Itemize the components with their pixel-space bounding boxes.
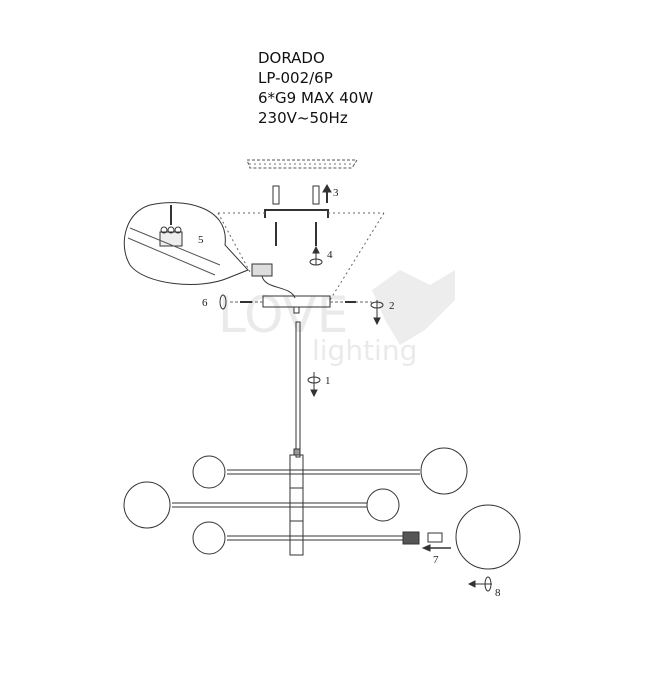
watermark-logo: LOVE lighting <box>218 270 455 367</box>
rotate-arrow-icon <box>467 576 492 592</box>
wiring-detail-callout <box>123 202 249 285</box>
terminal-block-icon <box>127 205 221 276</box>
step-label-1: 1 <box>325 375 331 387</box>
screw-icon <box>275 222 317 246</box>
fixture-body <box>289 448 304 556</box>
rotate-arrow-icon <box>307 372 321 398</box>
product-specs: DORADO LP-002/6P 6*G9 MAX 40W 230V~50Hz <box>258 48 373 128</box>
rotate-arrow-icon <box>370 300 384 326</box>
step-label-5: 5 <box>198 234 204 246</box>
step-label-6: 6 <box>202 297 208 309</box>
arrow-left-icon <box>421 544 451 552</box>
step-label-4: 4 <box>327 249 333 261</box>
ceiling-mount-plate <box>246 159 358 169</box>
wall-anchor-icon <box>272 185 320 205</box>
rotate-arrow-icon <box>309 245 323 266</box>
step-label-2: 2 <box>389 300 395 312</box>
product-bulbs: 6*G9 MAX 40W <box>258 89 374 107</box>
step-label-3: 3 <box>333 187 339 199</box>
cap-nut-icon <box>219 294 227 310</box>
arrow-up-icon <box>322 183 332 203</box>
fixture-arm <box>172 469 420 541</box>
stem-rod <box>295 321 301 458</box>
mounting-bracket <box>264 209 329 218</box>
glass-globe <box>123 447 521 570</box>
product-power: 230V~50Hz <box>258 109 348 127</box>
wire-connector-icon <box>251 263 296 299</box>
watermark-text-lighting: lighting <box>312 334 417 367</box>
g9-bulb-icon <box>427 532 443 543</box>
bulb-socket-icon <box>402 531 420 545</box>
step-label-7: 7 <box>433 554 439 566</box>
product-model: LP-002/6P <box>258 69 333 87</box>
product-name: DORADO <box>258 49 325 67</box>
bar-nut <box>293 306 300 314</box>
step-label-8: 8 <box>495 587 501 599</box>
